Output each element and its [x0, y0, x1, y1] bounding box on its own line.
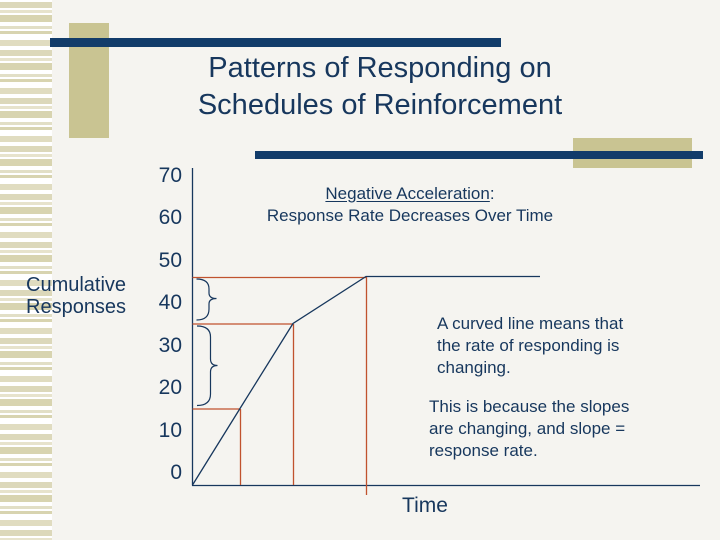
y-tick-label-30: 30 — [158, 334, 182, 357]
annotation-slopes-3: response rate. — [429, 441, 538, 460]
x-axis-title: Time — [402, 494, 448, 517]
y-axis-title: Cumulative Responses — [26, 274, 146, 318]
brace-lower — [196, 325, 218, 407]
subtitle-accent-bar — [255, 151, 703, 159]
y-tick-label-0: 0 — [170, 461, 182, 484]
y-axis-title-line-1: Cumulative — [26, 274, 127, 296]
subtitle-heading: Negative Acceleration — [325, 184, 490, 203]
y-tick-label-50: 50 — [158, 249, 182, 272]
slide-title: Patterns of Responding on Schedules of R… — [140, 50, 620, 124]
annotation-curved-line-2: the rate of responding is — [437, 336, 620, 355]
y-axis-title-line-2: Responses — [26, 296, 127, 318]
annotation-curved-line: A curved line means that the rate of res… — [437, 313, 623, 379]
annotation-slopes-1: This is because the slopes — [429, 397, 630, 416]
subtitle-block: Negative Acceleration: Response Rate Dec… — [225, 183, 595, 227]
subtitle-line-2: Response Rate Decreases Over Time — [266, 206, 554, 225]
y-tick-label-60: 60 — [158, 206, 182, 229]
brace-upper — [196, 278, 217, 321]
slide-title-line-2: Schedules of Reinforcement — [197, 89, 563, 121]
subtitle-colon: : — [489, 184, 495, 203]
y-tick-label-10: 10 — [158, 419, 182, 442]
annotation-slopes: This is because the slopes are changing,… — [429, 396, 629, 462]
y-tick-label-40: 40 — [158, 291, 182, 314]
annotation-curved-line-3: changing. — [437, 358, 511, 377]
title-accent-bar — [50, 38, 501, 47]
annotation-slopes-2: are changing, and slope = — [429, 419, 626, 438]
left-stripe-border — [0, 0, 52, 540]
cumulative-response-curve — [191, 275, 540, 486]
y-tick-label-20: 20 — [158, 376, 182, 399]
y-tick-label-70: 70 — [158, 164, 182, 187]
annotation-curved-line-1: A curved line means that — [437, 314, 624, 333]
subtitle-heading-line: Negative Acceleration: — [225, 183, 595, 205]
slide-title-line-1: Patterns of Responding on — [208, 52, 552, 84]
